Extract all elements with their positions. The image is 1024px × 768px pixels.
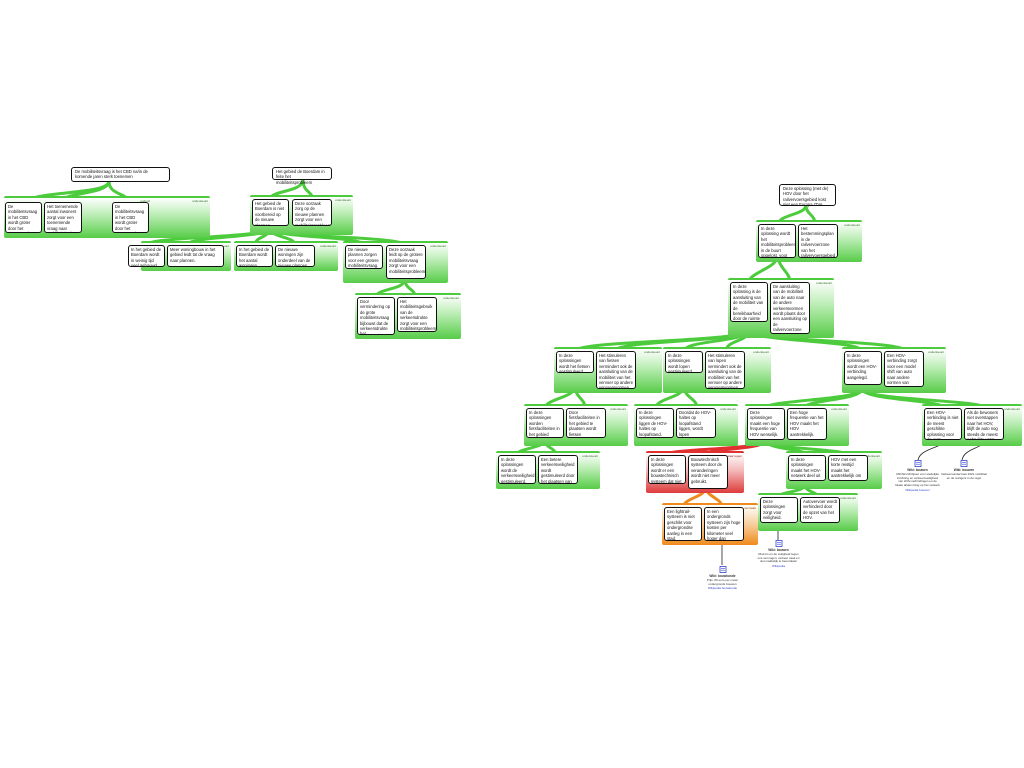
premise-card[interactable]: HOV met een korte reistijd maakt het aan… — [828, 455, 868, 481]
support-label: ondersteunt — [1004, 407, 1020, 411]
support-label: ondersteunt — [335, 198, 351, 202]
premise-card[interactable]: De aansluiting van de mobiliteit van de … — [770, 282, 810, 334]
premise-card[interactable]: Doordat de HOV-haltes op loopafstand lig… — [676, 408, 716, 438]
support-label: ondersteunt — [644, 350, 660, 354]
premise-card[interactable]: De mobiliteitsvraag in het CBD wordt gro… — [5, 202, 42, 233]
support-label: ondersteunt — [320, 244, 336, 248]
premise-card[interactable]: Het mobiliteitsgebruik van de verkeersdr… — [397, 297, 437, 332]
support-label: ondersteunt — [840, 496, 856, 500]
support-label: ondersteunt — [844, 223, 860, 227]
premise-card[interactable]: Deze oplossingen maakt een hoge frequent… — [747, 408, 785, 440]
weakens-label: verzwakt — [744, 506, 756, 510]
premise-card[interactable]: In een ondergronds systeem zijn hoge kos… — [704, 507, 744, 541]
premise-card[interactable]: Een betere verkeersveiligheid wordt gest… — [538, 455, 578, 484]
support-label: ondersteunt — [610, 407, 626, 411]
premise-card[interactable]: In het gebied de Boerdam wordt in weinig… — [128, 245, 165, 267]
premise-card[interactable]: Een HOV-verbinding zorgt voor een model … — [884, 351, 924, 387]
source-link[interactable]: Wikipedia bouwkunde — [707, 586, 738, 591]
premise-card[interactable]: In deze oplossingen wordt het fietsen ge… — [556, 351, 594, 373]
premise-card[interactable]: Een lightrail-systeem is niet geschikt v… — [664, 507, 702, 541]
premise-card[interactable]: Als de bewoners niet overstappen naar he… — [964, 408, 1004, 440]
premise-card[interactable]: In deze oplossingen worden fietsfacilite… — [526, 408, 564, 438]
premise-card[interactable]: De mobiliteitsvraag in het CBD wordt gro… — [112, 202, 149, 233]
support-label: ondersteunt — [831, 407, 847, 411]
premise-card[interactable]: De nieuwe woningen zijn onderdeel van de… — [275, 245, 315, 267]
premise-card[interactable]: In deze oplossingen maakt het HOV-netwer… — [788, 455, 826, 481]
premise-card[interactable]: Deze oplossingen zorgt voor veiligheid. — [760, 497, 798, 523]
premise-card[interactable]: Het stimuleren van fietsen vermindert oo… — [596, 351, 636, 389]
support-label: ondersteunt — [443, 296, 459, 300]
source-icon — [719, 566, 726, 573]
support-label: ondersteunt — [864, 454, 880, 458]
claim-title[interactable]: De mobiliteitsvraag is het CBD na/in de … — [71, 167, 170, 182]
source-note: Wiki: bouwen Verkeersonderzoek 2021 mobi… — [940, 460, 988, 480]
premise-card[interactable]: Het bestemmingsplan in de railvervoerzon… — [798, 224, 838, 258]
support-label: ondersteunt — [582, 454, 598, 458]
premise-card[interactable]: Het stimuleren van lopen vermindert ook … — [705, 351, 745, 389]
premise-card[interactable]: Deze oorzaak leidt op de grotere mobilit… — [386, 245, 426, 279]
premise-card[interactable]: Het toenemende aantal inwoners zorgt voo… — [44, 202, 82, 233]
source-icon — [914, 460, 921, 467]
premise-card[interactable]: In het gebied de Boerdam wordt het aanta… — [236, 245, 273, 267]
premise-card[interactable]: In deze oplossingen liggen de HOV-haltes… — [636, 408, 674, 438]
premise-card[interactable]: In deze oplossing is de aansluiting van … — [730, 282, 768, 322]
objection-label: bezwaar tegen — [722, 454, 742, 458]
premise-card[interactable]: Door vermindering op de grote mobiliteit… — [357, 297, 395, 335]
premise-card[interactable]: In deze oplossingen wordt de verkeersvei… — [498, 455, 536, 484]
source-link[interactable]: Wikipedia bouwen — [905, 487, 930, 492]
support-label: ondersteunt — [816, 281, 832, 285]
claim-title[interactable]: Het gebied de Boerdam in feite het mobil… — [272, 167, 332, 185]
source-note: Wiki: bouwen CROW-richtlijnen voor stede… — [895, 460, 940, 493]
premise-card[interactable]: In deze oplossing wordt het mobiliteitsp… — [758, 224, 796, 258]
support-label: ondersteunt — [753, 350, 769, 354]
support-label: ondersteunt — [192, 199, 208, 203]
support-label: ondersteunt — [430, 244, 446, 248]
premise-card[interactable]: Een hoge frequentie van het HOV maakt he… — [787, 408, 827, 440]
premise-card[interactable]: De nieuwe plannen zorgen voor een groter… — [345, 245, 383, 269]
source-icon — [960, 460, 968, 467]
source-link[interactable]: Wikipedia — [771, 564, 785, 569]
premise-card[interactable]: Bouwtechnisch systeem door de veranderin… — [688, 455, 728, 489]
premise-card[interactable]: In deze oplossingen wordt er een bouwtec… — [648, 455, 686, 484]
claim-title[interactable]: Deze oplossing (met de) HOV door het rai… — [779, 184, 836, 207]
premise-card[interactable]: Door fietsfaciliteiten in het gebied te … — [566, 408, 606, 438]
premise-card[interactable]: Het gebied de Boerdam is niet voorbereid… — [252, 199, 289, 226]
premise-card[interactable]: In deze oplossingen wordt lopen gestimul… — [665, 351, 703, 373]
source-note: Wiki: bouwkunde Prijs: 80 euro per meter… — [700, 566, 745, 591]
support-label: ondersteunt — [928, 350, 944, 354]
premise-card[interactable]: Autovervoer wordt verhinderd door de opz… — [800, 497, 840, 523]
source-note: Wiki: bouwen Risico's en de veiligheid t… — [756, 540, 801, 569]
support-label: ondersteunt — [720, 407, 736, 411]
premise-card[interactable]: Een HOV-verbinding is niet de meest gesc… — [924, 408, 962, 440]
support-panel: ondersteunt — [150, 196, 210, 238]
premise-card[interactable]: Meer woningbouw in het gebied leidt tot … — [167, 245, 224, 267]
premise-card[interactable]: Deze oorzaak zorg op de nieuwe plannen z… — [292, 199, 332, 226]
support-label: ondersteunt — [140, 199, 156, 203]
premise-card[interactable]: In deze oplossingen wordt een HOV-verbin… — [844, 351, 882, 385]
source-icon — [775, 540, 782, 547]
